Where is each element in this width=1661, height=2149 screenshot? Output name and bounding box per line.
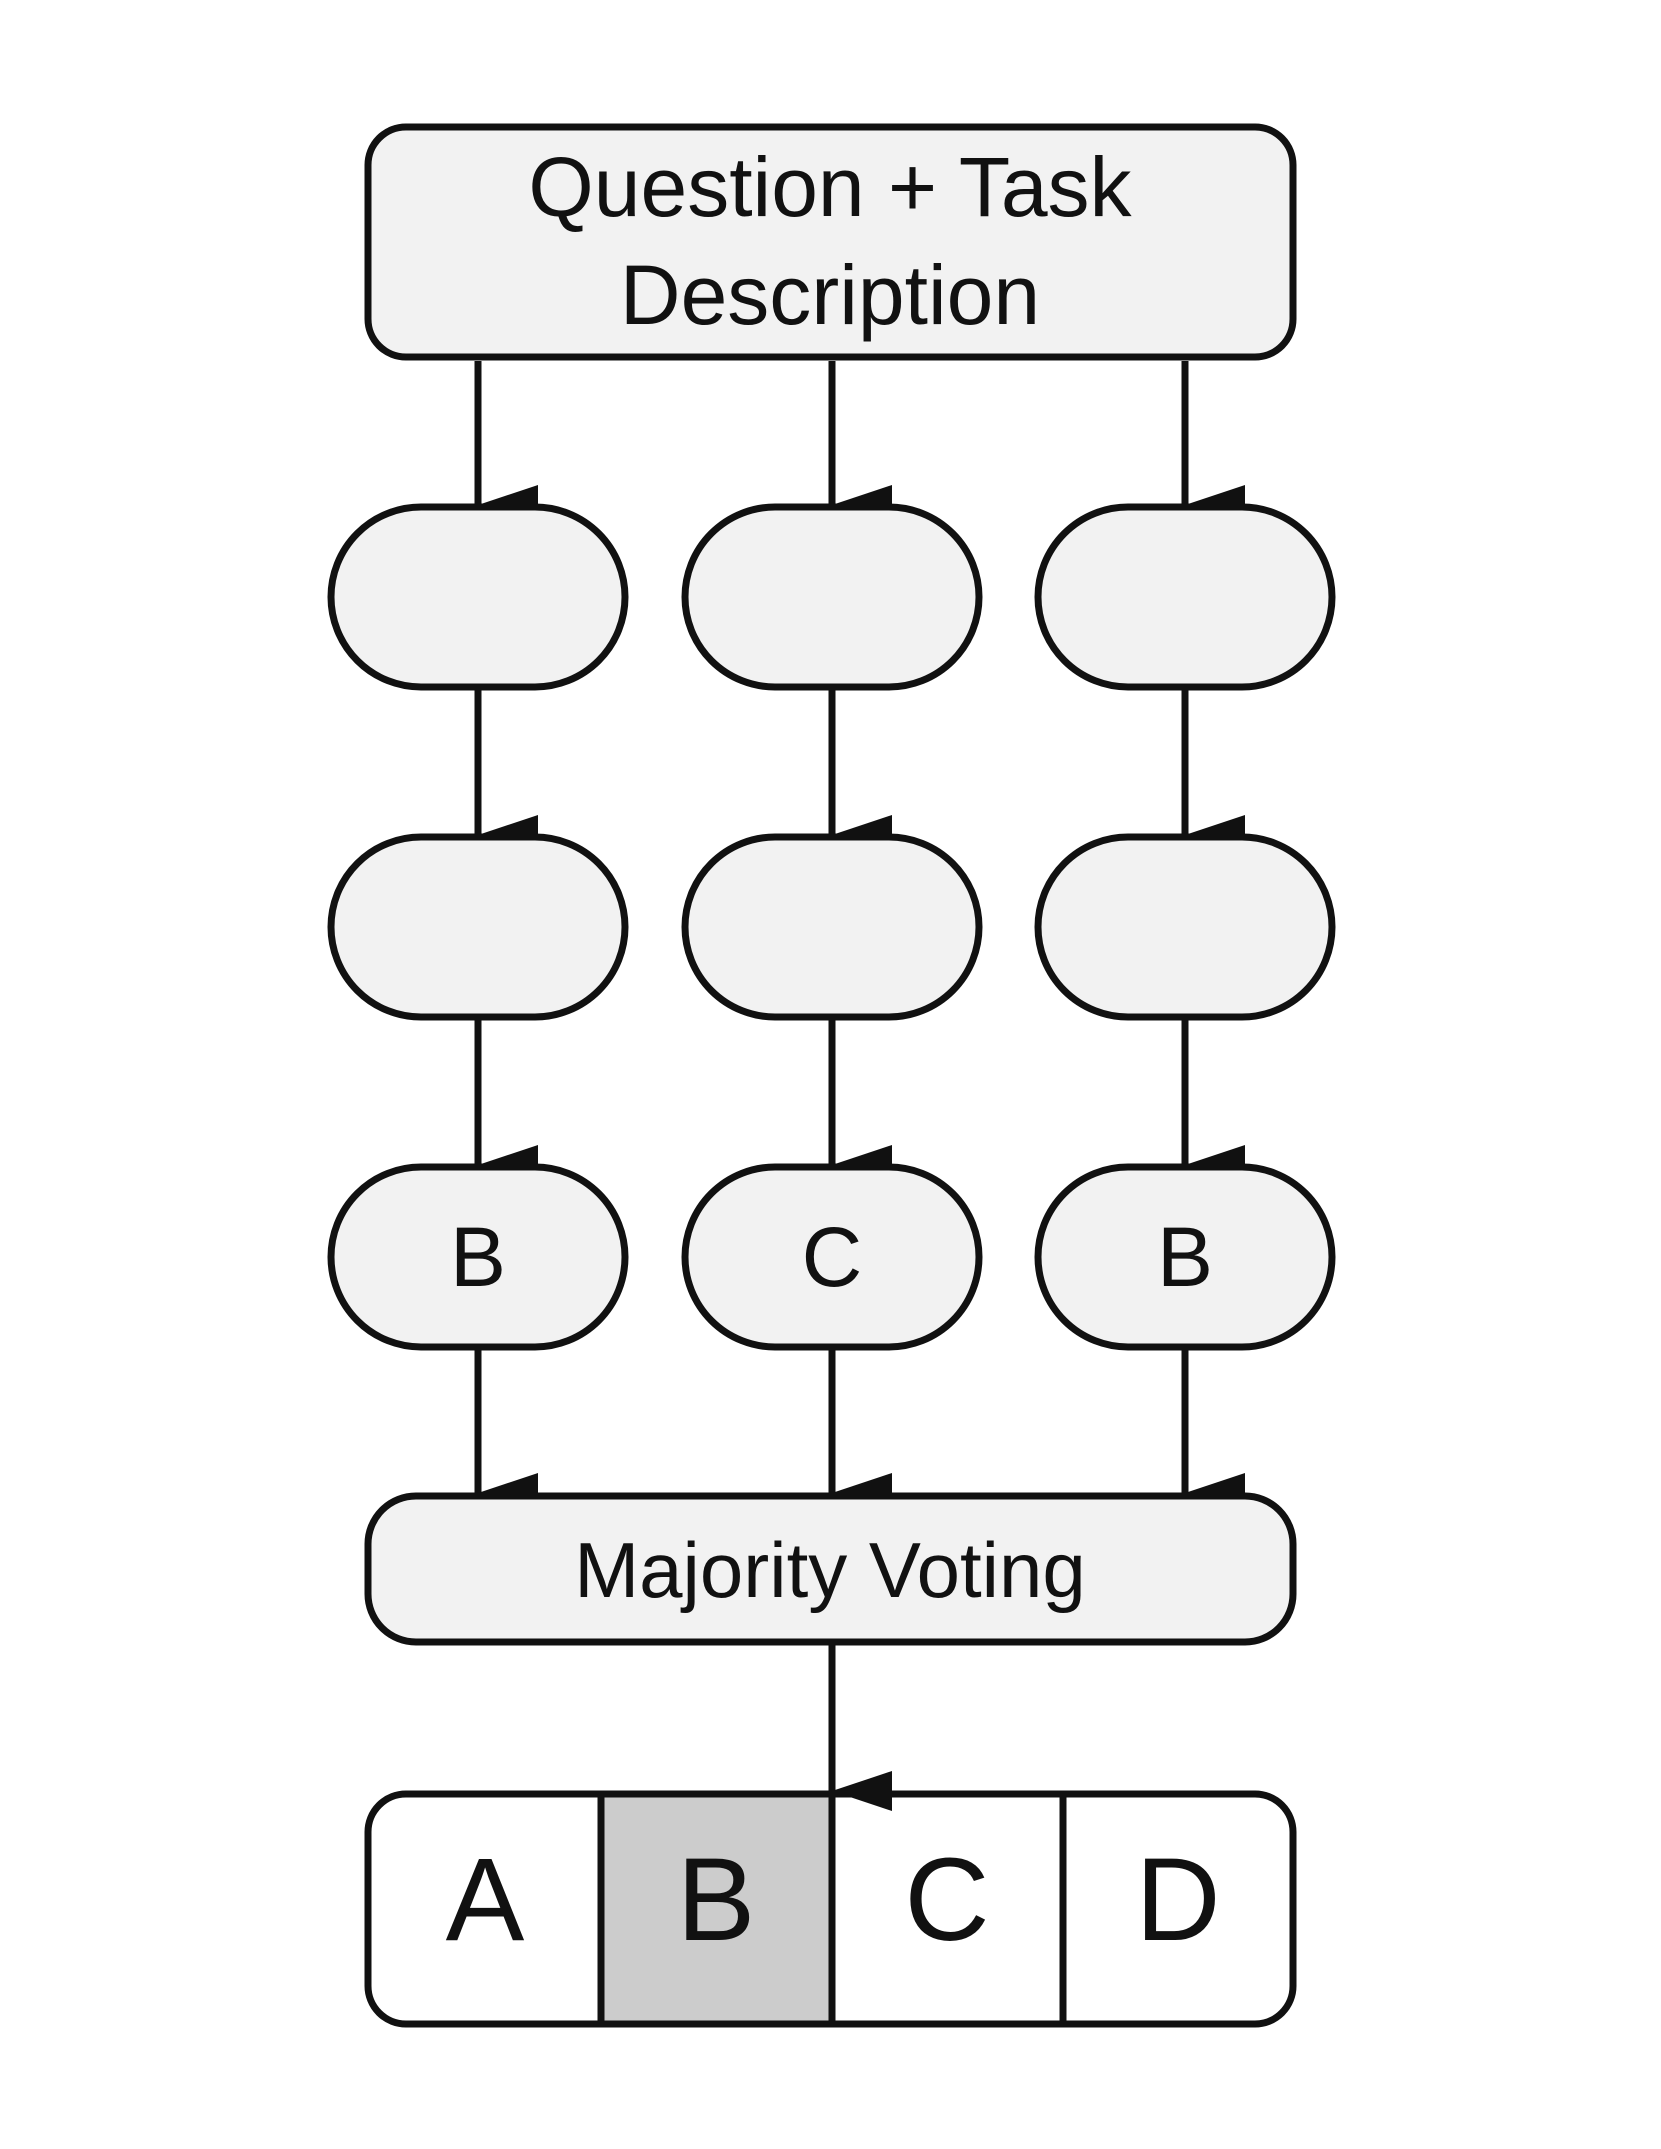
majority-voting-label: Majority Voting: [574, 1526, 1086, 1614]
option-c-label: C: [904, 1834, 989, 1966]
question-task-box: Question + Task Description: [364, 123, 1297, 361]
chain1-step1-node: [327, 503, 629, 691]
arrows-top-to-row1: [474, 361, 1245, 525]
option-a-label: A: [446, 1834, 525, 1966]
chain2-step1-node: [681, 503, 983, 691]
reasoning-row-1: [327, 503, 1336, 691]
chain3-answer-node: B: [1034, 1163, 1336, 1351]
option-b-highlight: [604, 1794, 831, 2024]
arrows-answers-to-voting: [474, 1350, 1245, 1513]
option-d-label: D: [1135, 1834, 1220, 1966]
chain2-step2-node: [681, 833, 983, 1021]
options-bar: A B C D: [364, 1790, 1297, 2028]
answer-row: B C B: [327, 1163, 1336, 1351]
chain1-answer-node: B: [327, 1163, 629, 1351]
chain1-step2-node: [327, 833, 629, 1021]
chain3-answer-label: B: [1157, 1210, 1213, 1304]
arrows-row1-to-row2: [474, 690, 1245, 855]
question-task-line1: Question + Task: [528, 140, 1132, 234]
reasoning-row-2: [327, 833, 1336, 1021]
option-b-label: B: [677, 1834, 756, 1966]
chain3-step2-node: [1034, 833, 1336, 1021]
chain2-answer-node: C: [681, 1163, 983, 1351]
chain1-answer-label: B: [450, 1210, 506, 1304]
majority-voting-box: Majority Voting: [364, 1492, 1297, 1646]
arrows-row2-to-row3: [474, 1020, 1245, 1185]
chain2-answer-label: C: [802, 1210, 863, 1304]
chain3-step1-node: [1034, 503, 1336, 691]
question-task-line2: Description: [620, 248, 1040, 342]
